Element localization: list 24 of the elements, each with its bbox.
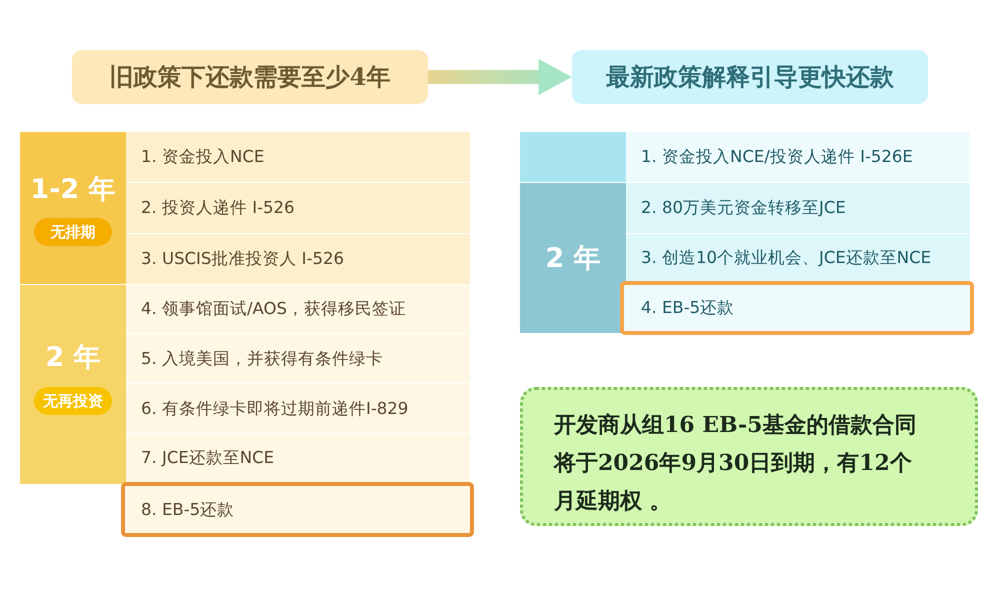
heading-banner: 最新政策解释引导更快还款 — [572, 50, 928, 104]
step-row: 2. 80万美元资金转移至JCE — [626, 183, 970, 233]
highlighted-step-row: 8. EB-5还款 — [121, 482, 474, 537]
step-row: 1. 资金投入NCE — [126, 132, 470, 182]
step-row: 7. JCE还款至NCE — [126, 434, 470, 482]
step-row: 4. 领事馆面试/AOS，获得移民签证 — [126, 285, 470, 333]
step-row: 2. 投资人递件 I-526 — [126, 183, 470, 233]
duration-label: 2 年 — [44, 341, 102, 375]
period-cell: 2 年 — [520, 183, 626, 333]
duration-label: 1-2 年 — [29, 173, 117, 207]
step-row: 3. 创造10个就业机会、JCE还款至NCE — [626, 234, 970, 281]
arrow — [428, 60, 572, 94]
step-row: 5. 入境美国，并获得有条件绿卡 — [126, 334, 470, 383]
note-box: 开发商从组16 EB-5基金的借款合同将于2026年9月30日到期，有12个月延期权 。 — [520, 387, 978, 526]
step-row: 3. USCIS批准投资人 I-526 — [126, 234, 470, 284]
period-cell — [20, 285, 126, 484]
heading-banner: 旧政策下还款需要至少4年 — [72, 50, 428, 104]
status-badge: 无再投资 — [34, 387, 112, 415]
step-row: 1. 资金投入NCE/投资人递件 I-526E — [626, 132, 970, 182]
table-cell — [520, 132, 626, 182]
status-badge: 无排期 — [34, 218, 112, 246]
step-row: 6. 有条件绿卡即将过期前递件I-829 — [126, 384, 470, 433]
highlighted-step-row: 4. EB-5还款 — [620, 281, 974, 335]
period-cell — [20, 132, 126, 284]
